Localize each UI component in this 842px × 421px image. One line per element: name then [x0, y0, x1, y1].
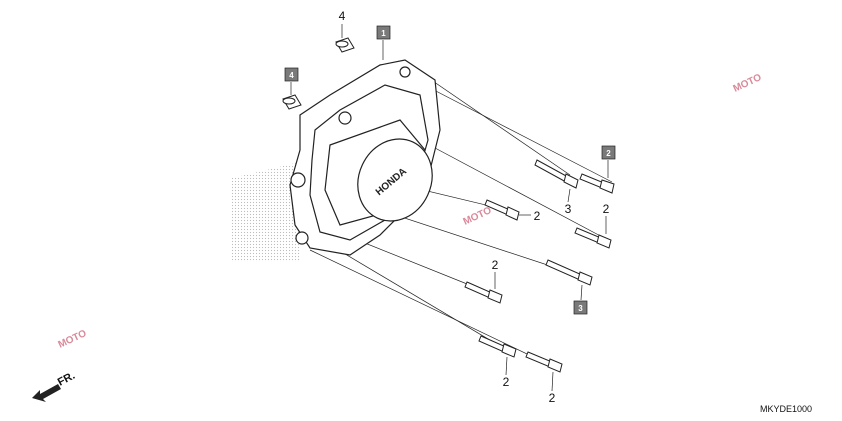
- dowel-pin: [335, 37, 355, 53]
- callout-bolt-boxed: 2: [606, 149, 611, 158]
- callout-box-dowel-pin: [284, 67, 299, 82]
- bolt: [574, 227, 612, 249]
- callout-dowel-pin-boxed: 4: [289, 71, 294, 80]
- engine-silhouette: [232, 162, 300, 262]
- callout-bolt-3-boxed: 3: [578, 304, 583, 313]
- bolt: [525, 351, 563, 373]
- bolt: [534, 159, 579, 189]
- watermark: MOTO: [732, 72, 764, 95]
- callout-box-bolt-3: [573, 300, 588, 315]
- callout-box-cover: [376, 25, 391, 40]
- callout-bolt: 2: [549, 391, 556, 405]
- generator-cover: [289, 59, 441, 256]
- callout-bolt: 2: [492, 258, 499, 272]
- callout-bolt: 2: [503, 375, 510, 389]
- callout-bolt: 2: [534, 209, 541, 223]
- callout-dowel-pin: 4: [339, 9, 346, 23]
- watermark: MOTO: [462, 205, 494, 228]
- bolt: [545, 259, 593, 286]
- callout-box-bolt: [601, 145, 616, 160]
- diagram-code: MKYDE1000: [760, 404, 812, 414]
- callout-bolt: 2: [603, 202, 610, 216]
- front-marker: FR.: [56, 370, 77, 389]
- dowel-pin: [282, 94, 302, 110]
- bolt: [484, 199, 520, 221]
- watermark: MOTO: [57, 328, 89, 351]
- front-arrow-icon: [32, 384, 61, 402]
- callout-cover-boxed: 1: [381, 29, 386, 38]
- callout-bolt-3: 3: [565, 202, 572, 216]
- bolt: [478, 335, 517, 358]
- bolt: [579, 173, 615, 194]
- bolt: [464, 281, 503, 304]
